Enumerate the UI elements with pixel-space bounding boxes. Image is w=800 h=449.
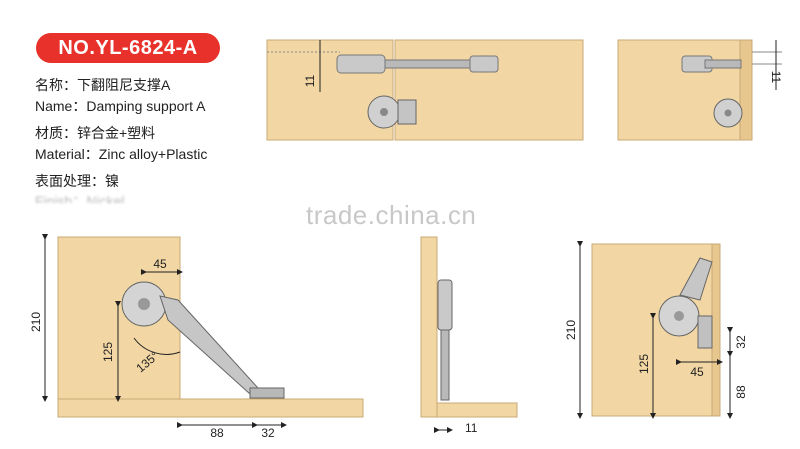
dim-top-right-gap: 11 [769, 71, 783, 84]
dim-offset-45-left: 45 [153, 257, 167, 271]
spec-material-en: Material：Zinc alloy+Plastic [35, 146, 208, 162]
dim-base-88-left: 88 [210, 426, 224, 440]
dim-height-125-right: 125 [637, 354, 651, 374]
spec-material-cn: 材质：锌合金+塑料 [35, 125, 156, 141]
dim-base-32-left: 32 [261, 426, 275, 440]
open-flap-drawing: 210 45 125 135° 88 32 [29, 234, 364, 440]
closed-side-drawing: 11 [420, 236, 518, 435]
dim-offset-32-right: 32 [734, 335, 748, 349]
dim-base-88-right: 88 [734, 385, 748, 399]
spec-finish-cn: 表面处理：镍 [35, 173, 119, 189]
spec-name-cn: 名称：下翻阻尼支撑A [35, 77, 171, 93]
dim-height-right: 210 [564, 320, 578, 340]
dim-side-gap: 11 [465, 421, 478, 435]
closed-front-drawing: 210 125 45 32 88 [564, 241, 748, 419]
side-detail-drawing: 11 [617, 39, 783, 141]
dim-height-125-left: 125 [101, 342, 115, 362]
spec-name-en: Name：Damping support A [35, 98, 206, 114]
dim-top-left-gap: 11 [303, 74, 317, 87]
top-view-drawing: 11 [266, 39, 584, 141]
model-number-badge: NO.YL-6824-A [36, 33, 220, 63]
spec-finish-en: Finish：Nickel [35, 193, 125, 203]
watermark: trade.china.cn [306, 200, 477, 230]
dim-height-left: 210 [29, 312, 43, 332]
dim-offset-45-right: 45 [690, 365, 704, 379]
